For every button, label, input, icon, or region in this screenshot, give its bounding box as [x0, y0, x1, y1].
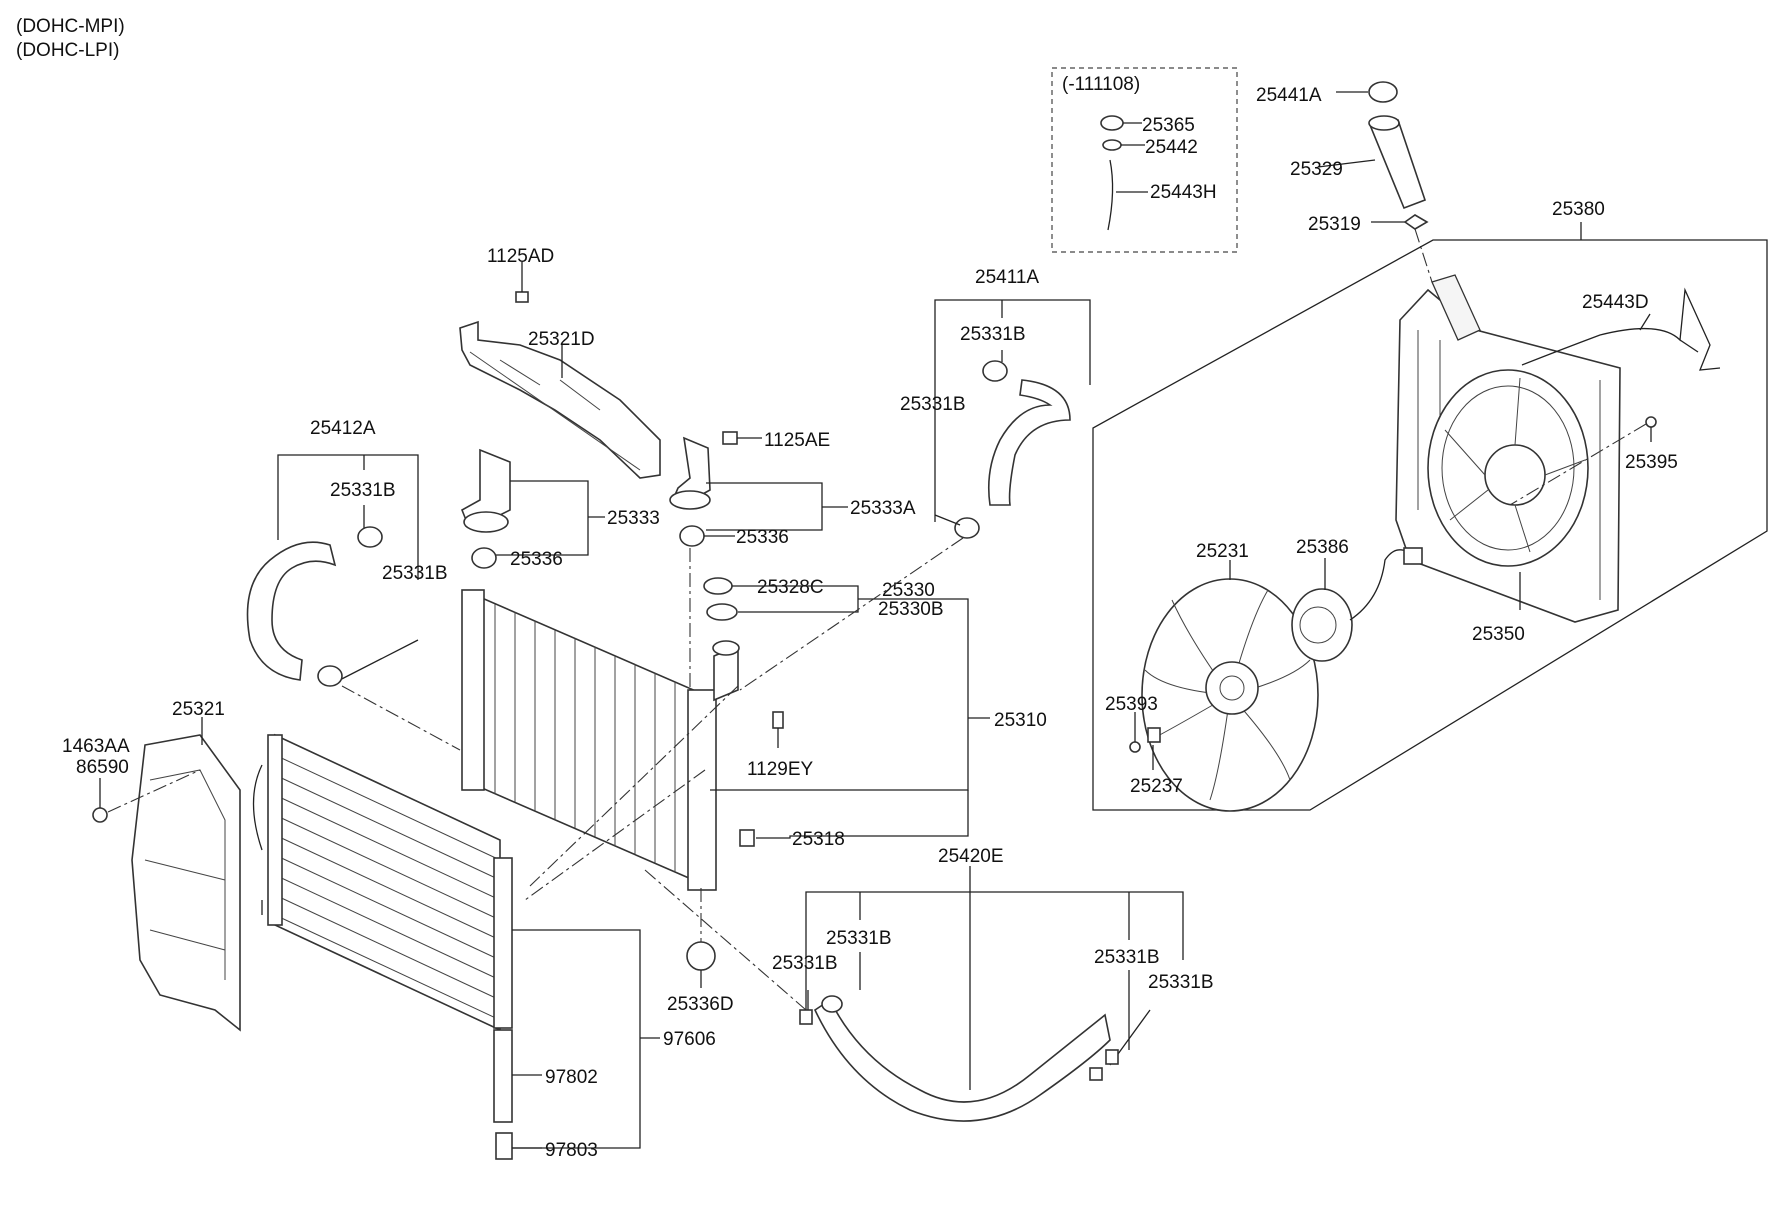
callout-97802: 97802	[545, 1067, 598, 1088]
lower-hose-icon	[813, 998, 1111, 1122]
callout-25441A: 25441A	[1256, 85, 1322, 106]
condenser-97606-group: 97606 97802 97803	[252, 733, 716, 1161]
upper-hose-icon	[246, 541, 337, 681]
clamp-25331B-g-icon	[1105, 1049, 1119, 1065]
callout-25331B-b: 25331B	[382, 563, 448, 584]
callout-25365: 25365	[1142, 115, 1195, 136]
callout-1463AA: 1463AA	[62, 736, 130, 757]
hose-25411A-group: 25411A 25331B 25331B	[739, 267, 1091, 691]
upper-hose-25411A-icon	[987, 379, 1071, 506]
callout-25310: 25310	[994, 710, 1047, 731]
radiator-core-icon	[474, 593, 706, 887]
radiator-left-tank-icon	[461, 589, 485, 791]
bolt-1125AD-icon	[515, 291, 529, 303]
callout-25331B-f: 25331B	[772, 953, 838, 974]
callout-25231: 25231	[1196, 541, 1249, 562]
insulator-25336-right-icon	[679, 525, 705, 547]
callout-25443H: 25443H	[1150, 182, 1217, 203]
insulator-25336-left-icon	[471, 547, 497, 569]
drain-plug-25318-icon	[739, 829, 755, 847]
engine-variant-lpi: (DOHC-LPI)	[16, 40, 119, 61]
clamp-25331B-h-icon	[1089, 1067, 1103, 1081]
callout-25442: 25442	[1145, 137, 1198, 158]
clip-25237-icon	[1147, 727, 1161, 743]
plug-97803-icon	[495, 1132, 513, 1160]
insulator-25336D-icon	[686, 941, 716, 971]
callout-97803: 97803	[545, 1140, 598, 1161]
mount-brackets-group: 1125AE 25333 25333A 25336 25336	[460, 430, 916, 690]
clamp-25331B-a-icon	[357, 526, 383, 548]
callout-1129EY: 1129EY	[747, 759, 814, 780]
air-guard-25321-group: 25321 1463AA 86590	[62, 699, 241, 1032]
callout-25329: 25329	[1290, 159, 1343, 180]
reservoir-cap-icon	[1368, 81, 1398, 103]
clip-1463AA-icon	[92, 807, 108, 823]
callout-25350: 25350	[1472, 624, 1525, 645]
clamp-25331B-b-icon	[317, 665, 343, 687]
callout-25336-right: 25336	[736, 527, 789, 548]
receiver-drier-icon	[493, 857, 513, 1029]
hose-25443H-icon	[1107, 159, 1114, 231]
callout-25330B: 25330B	[878, 599, 944, 620]
callout-97606: 97606	[663, 1029, 716, 1050]
callout-25420E: 25420E	[938, 846, 1004, 867]
clamp-25331B-f-icon	[799, 1009, 813, 1025]
callout-25331B-a: 25331B	[330, 480, 396, 501]
clamp-25331B-c-icon	[982, 360, 1008, 382]
callout-25395: 25395	[1625, 452, 1678, 473]
callout-25386: 25386	[1296, 537, 1349, 558]
cap-25365-icon	[1100, 115, 1124, 131]
bolt-25395-icon	[1645, 416, 1657, 428]
callout-25333A: 25333A	[850, 498, 916, 519]
callout-1125AE: 1125AE	[764, 430, 830, 451]
seal-25442-icon	[1102, 139, 1122, 151]
callout-25319: 25319	[1308, 214, 1361, 235]
callout-25333: 25333	[607, 508, 660, 529]
callout-25331B-e: 25331B	[826, 928, 892, 949]
bracket-25321D-group: 1125AD 25321D	[459, 246, 661, 479]
callout-25331B-g: 25331B	[1094, 947, 1160, 968]
drier-cartridge-97802-icon	[493, 1029, 513, 1123]
filler-neck-icon	[1368, 119, 1427, 210]
seal-25319-icon	[1403, 214, 1429, 230]
callout-1125AD: 1125AD	[487, 246, 554, 267]
bolt-1125AE-icon	[722, 431, 738, 445]
clamp-25331B-d-icon	[954, 517, 980, 539]
callout-25411A: 25411A	[975, 267, 1039, 288]
gasket-25328C-icon	[703, 577, 733, 595]
callout-25443D: 25443D	[1582, 292, 1649, 313]
callout-86590: 86590	[76, 757, 129, 778]
hose-25420E-group: 25420E 25331B 25331B 25331B 25331B	[772, 846, 1214, 1122]
nut-25393-icon	[1129, 741, 1141, 753]
callout-25380: 25380	[1552, 199, 1605, 220]
fan-shroud-assembly-25380: 25380 25443D 25395 25350 25231	[1092, 199, 1768, 812]
reservoir-group: 25441A 25329 25319	[1256, 81, 1433, 283]
callout-25237: 25237	[1130, 776, 1183, 797]
callout-25393: 25393	[1105, 694, 1158, 715]
callout-25331B-c: 25331B	[960, 324, 1026, 345]
upper-bracket-icon	[459, 320, 661, 479]
callout-25331B-h: 25331B	[1148, 972, 1214, 993]
bolt-1129EY-icon	[772, 711, 784, 729]
radiator-25310-group: 25328C 25330 25330B 25310 1129EY 25318 2…	[461, 577, 1047, 1015]
air-guard-icon	[131, 734, 241, 1032]
callout-25330: 25330	[882, 580, 935, 601]
fan-motor-icon	[1291, 588, 1353, 662]
inset-label: (-111108)	[1062, 74, 1140, 95]
callout-25328C: 25328C	[757, 577, 824, 598]
engine-variant-mpi: (DOHC-MPI)	[16, 16, 125, 37]
callout-25321D: 25321D	[528, 329, 595, 350]
callout-25331B-d: 25331B	[900, 394, 966, 415]
shroud-reservoir-mount-icon	[1431, 274, 1481, 341]
upper-hose-25412A-group: 25412A 25331B 25331B	[246, 418, 461, 751]
callout-25336D: 25336D	[667, 994, 734, 1015]
radiator-cap-icon	[706, 603, 738, 621]
callout-25321: 25321	[172, 699, 225, 720]
callout-25412A: 25412A	[310, 418, 376, 439]
callout-25318: 25318	[792, 829, 845, 850]
inset-box-111108: (-111108) 25365 25442 25443H	[1051, 67, 1238, 253]
clamp-25331B-e-icon	[821, 995, 843, 1013]
callout-25336-left: 25336	[510, 549, 563, 570]
